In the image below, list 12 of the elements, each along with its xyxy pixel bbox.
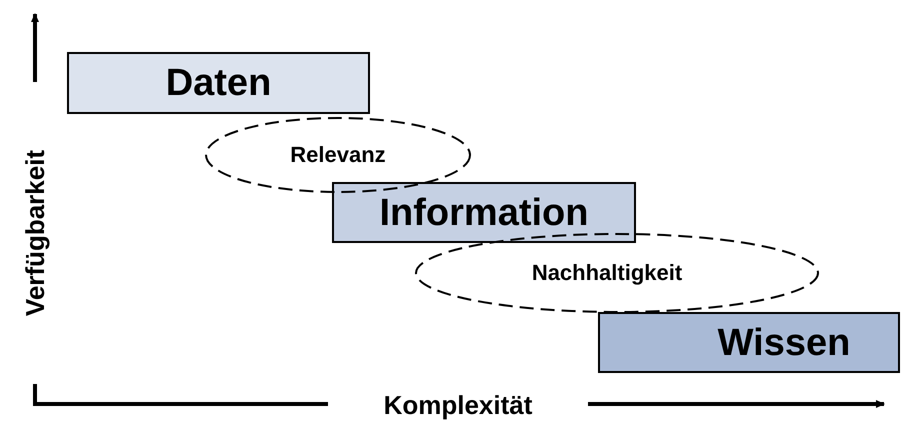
ellipse-label: Relevanz (290, 142, 386, 168)
process-box (332, 182, 636, 243)
axis-label: Komplexität (384, 392, 532, 418)
box-label: Daten (166, 64, 272, 102)
process-box (598, 312, 900, 373)
dashed-ellipse (415, 233, 819, 313)
process-box (67, 52, 370, 114)
axis-label: Verfügbarkeit (22, 150, 48, 316)
dashed-ellipse (205, 117, 471, 193)
ellipse-label: Nachhaltigkeit (532, 260, 682, 286)
box-label: Information (380, 194, 588, 232)
box-label: Wissen (718, 324, 850, 362)
